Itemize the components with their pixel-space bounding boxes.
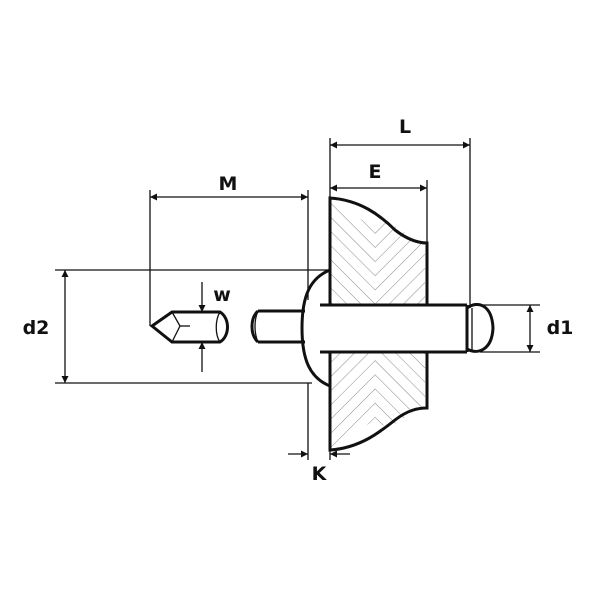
workpiece-plate [328,196,429,452]
dimension-w: w [192,282,231,372]
label-L: L [399,116,411,138]
mandrel-tip [149,310,229,344]
label-E: E [369,161,382,183]
dimension-d2: d2 [23,269,330,384]
label-d1: d1 [547,317,574,339]
mandrel-shank [250,309,305,344]
dimension-K: K [288,383,350,485]
dimension-d1: d1 [480,304,574,353]
label-w: w [213,284,231,306]
dimension-M: M [149,173,309,326]
label-M: M [219,173,238,195]
rivet-head [300,268,331,388]
mandrel-head [466,303,495,353]
label-d2: d2 [23,317,50,339]
rivet-body [320,303,473,354]
label-K: K [312,463,328,485]
dimension-E: E [330,161,428,243]
